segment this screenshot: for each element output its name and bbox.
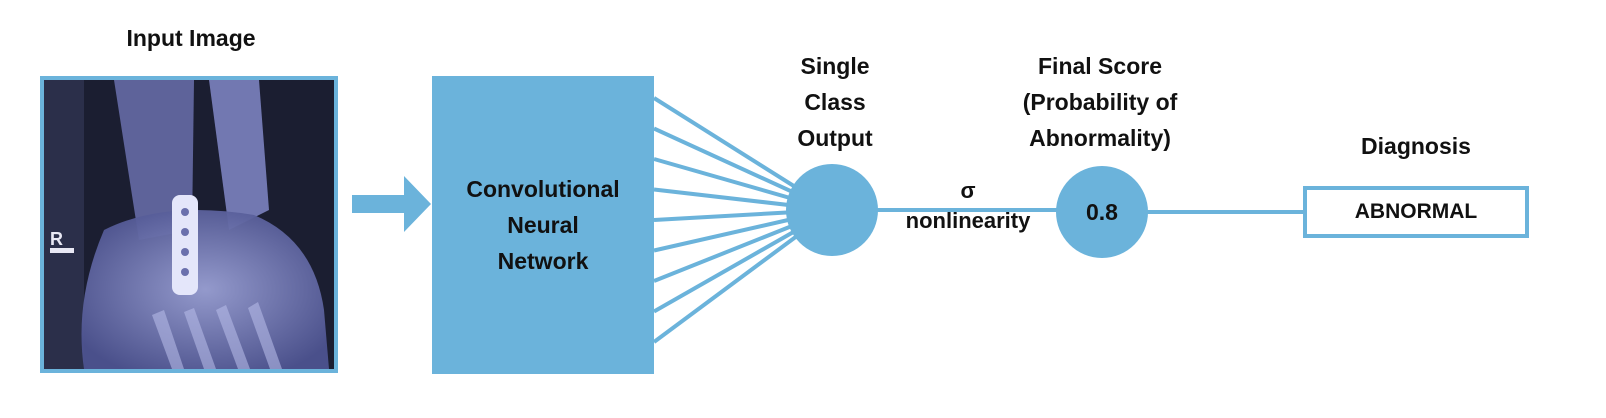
final-score-node: 0.8	[1056, 166, 1148, 258]
xray-foot-picture: R	[44, 80, 334, 369]
nonlinearity-label: σ nonlinearity	[898, 176, 1038, 236]
single-output-line-2: Class	[804, 89, 866, 115]
single-output-node	[786, 164, 878, 256]
single-output-line-3: Output	[797, 125, 873, 151]
final-score-line-2: (Probability of	[1022, 89, 1178, 115]
xray-marker-letter: R	[50, 229, 63, 249]
single-output-line-1: Single	[800, 53, 870, 79]
diagnosis-box: ABNORMAL	[1303, 186, 1529, 238]
diagnosis-title-text: Diagnosis	[1361, 133, 1471, 159]
input-arrow	[352, 176, 431, 232]
final-score-value: 0.8	[1086, 198, 1118, 225]
final-score-line-3: Abnormality)	[1029, 125, 1171, 151]
input-image-title-text: Input Image	[126, 25, 256, 51]
final-score-line-1: Final Score	[1038, 53, 1162, 79]
cnn-line-3: Network	[497, 248, 589, 274]
cnn-line-2: Neural	[507, 212, 579, 238]
single-output-title: Single Class Output	[770, 48, 900, 156]
xray-image: R	[40, 76, 338, 373]
final-score-title: Final Score (Probability of Abnormality)	[1000, 48, 1200, 156]
nonlinearity-text: nonlinearity	[905, 208, 1031, 233]
sigma-symbol: σ	[960, 178, 976, 203]
input-image-title: Input Image	[40, 20, 342, 56]
cnn-line-1: Convolutional	[466, 176, 620, 202]
cnn-block: Convolutional Neural Network	[432, 76, 654, 374]
diagnosis-title: Diagnosis	[1303, 128, 1529, 164]
diagnosis-value: ABNORMAL	[1354, 200, 1478, 223]
